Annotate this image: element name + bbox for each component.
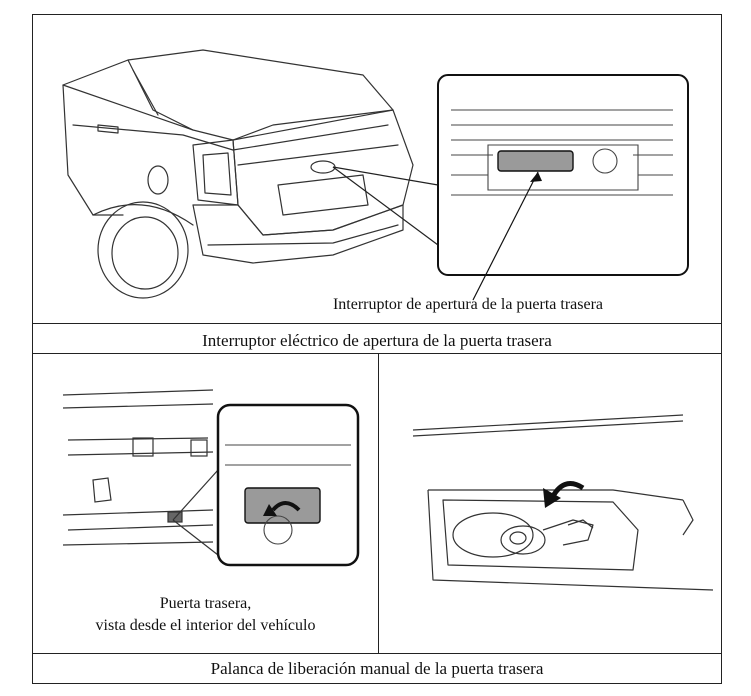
interior-view-label-line2: vista desde el interior del vehículo — [95, 617, 316, 634]
interior-view-illustration — [62, 389, 360, 567]
divider-vertical — [378, 353, 379, 653]
bottom-caption: Palanca de liberación manual de la puert… — [210, 659, 544, 678]
car-rear-illustration — [62, 49, 689, 301]
divider-top — [33, 323, 721, 324]
divider-middle — [33, 353, 721, 354]
release-lever-illustration — [412, 414, 714, 591]
top-caption: Interruptor eléctrico de apertura de la … — [202, 331, 552, 350]
figure-frame: Interruptor de apertura de la puerta tra… — [32, 14, 722, 684]
interior-view-label-line1: Puerta trasera, — [159, 595, 252, 612]
switch-callout-label: Interruptor de apertura de la puerta tra… — [332, 296, 604, 313]
divider-bottom — [33, 653, 721, 654]
